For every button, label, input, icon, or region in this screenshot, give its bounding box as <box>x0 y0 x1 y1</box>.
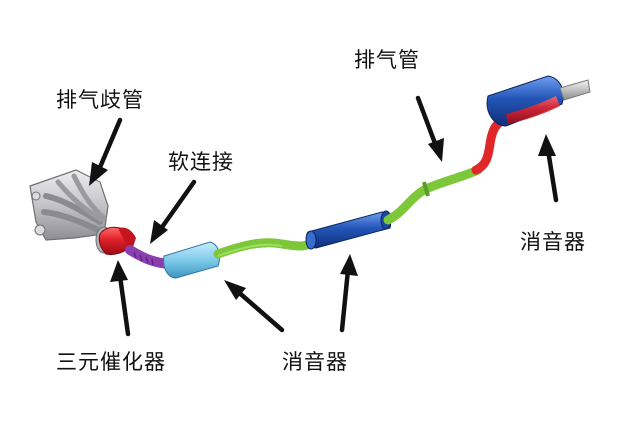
middle-muffler-part <box>305 210 392 250</box>
catalytic-converter-part <box>98 226 136 255</box>
arrow-to-exhaust-manifold <box>89 117 123 186</box>
flex-connector-part <box>125 245 173 269</box>
label-flex-connector: 软连接 <box>168 150 234 174</box>
pipe-clamp <box>422 181 430 197</box>
intermediate-pipe-front <box>213 237 319 259</box>
arrow-to-exhaust-pipe <box>415 95 444 162</box>
front-muffler-part <box>163 241 221 279</box>
rear-muffler-part <box>486 75 591 127</box>
label-rear-muffler: 消音器 <box>520 230 586 254</box>
label-catalytic-converter: 三元催化器 <box>56 350 166 374</box>
arrow-to-catalytic-converter <box>110 260 131 337</box>
arrow-to-flex-connector <box>150 179 197 244</box>
arrow-to-middle-muffler <box>339 254 358 333</box>
tailpipe-part <box>559 79 591 101</box>
label-exhaust-manifold: 排气歧管 <box>56 88 144 112</box>
exhaust-pipe-green <box>383 165 483 225</box>
label-exhaust-pipe: 排气管 <box>354 48 420 72</box>
label-middle-muffler: 消音器 <box>282 350 348 374</box>
arrow-to-rear-muffler <box>538 134 559 203</box>
arrow-to-front-muffler <box>224 280 285 333</box>
